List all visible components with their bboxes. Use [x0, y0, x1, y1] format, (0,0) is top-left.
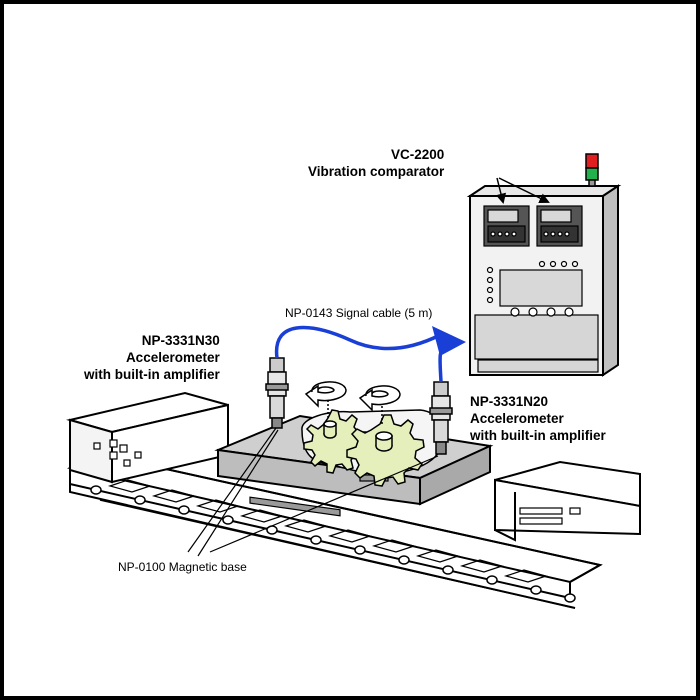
comparator-control-panel	[486, 260, 583, 317]
accelerometer-right	[429, 381, 453, 455]
accel-right-model: NP-3331N20	[470, 394, 549, 409]
accelerometer-left-label: NP-3331N30 Accelerometer with built-in a…	[84, 332, 220, 383]
vibration-comparator-label: VC-2200 Vibration comparator	[308, 146, 444, 180]
comparator-desc: Vibration comparator	[308, 164, 445, 179]
left-machine-box	[66, 391, 229, 484]
vibration-comparator-cabinet	[466, 184, 622, 377]
right-machine-box	[494, 460, 641, 542]
rotation-arrow-right	[358, 385, 401, 426]
comparator-monitor-1	[483, 205, 530, 247]
signal-tower-indicator	[585, 153, 599, 187]
accel-left-desc2: with built-in amplifier	[84, 367, 220, 382]
magnetic-base-label: NP-0100 Magnetic base	[118, 560, 247, 574]
rotation-arrow-left	[304, 381, 347, 418]
gear-large	[346, 414, 425, 487]
comparator-label-pointers	[495, 177, 550, 205]
accel-left-desc1: Accelerometer	[125, 350, 220, 365]
signal-cables	[274, 325, 448, 383]
comparator-monitor-2	[536, 205, 583, 247]
accelerometer-right-label: NP-3331N20 Accelerometer with built-in a…	[470, 393, 606, 444]
accelerometer-left	[265, 357, 289, 429]
conveyor-rollers	[90, 485, 576, 603]
accel-right-desc2: with built-in amplifier	[470, 428, 606, 443]
comparator-model: VC-2200	[390, 147, 445, 162]
accel-right-desc1: Accelerometer	[470, 411, 564, 426]
accel-left-model: NP-3331N30	[141, 333, 220, 348]
signal-cable-arrowhead	[432, 326, 466, 356]
signal-cable-label: NP-0143 Signal cable (5 m)	[285, 306, 433, 320]
magnetic-base-leaders	[187, 427, 439, 557]
